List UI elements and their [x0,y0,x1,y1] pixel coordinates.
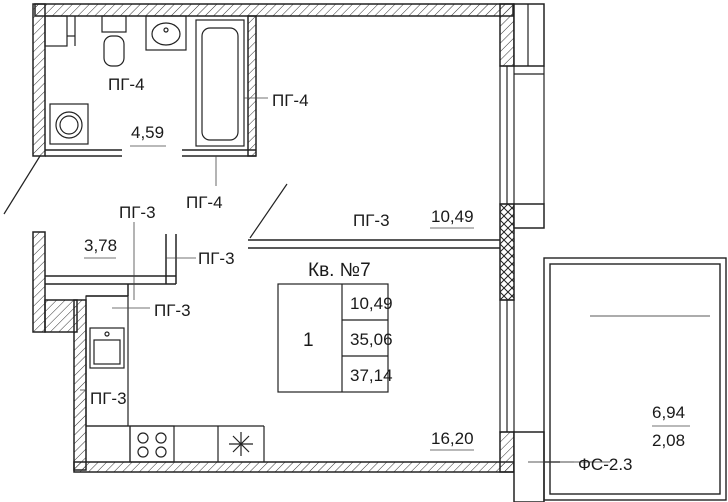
outer-walls [32,3,545,502]
interior-walls [45,15,500,297]
mark-balcony-door: ФС-2.3 [578,455,633,474]
kitchen-fixtures [85,295,265,463]
kitchen-area: 16,20 [431,429,474,448]
bathroom-fixtures [44,15,245,147]
rooms-count: 1 [303,330,314,351]
sink-icon [145,15,187,51]
bathtub-icon [195,19,245,147]
mark-kitchen-left: ПГ-3 [90,389,127,408]
area-living: 10,49 [350,294,393,313]
mark-bath-bottom: ПГ-4 [186,193,223,212]
balcony-reduced-area: 2,08 [652,431,685,450]
toilet-icon [101,15,127,67]
area-total: 35,06 [350,330,393,349]
kitchen-sink-icon [89,327,125,369]
doors [3,155,288,239]
mark-niche: ПГ-3 [154,301,191,320]
apartment-title: Кв. №7 [308,260,371,281]
leader-lines [80,97,690,463]
hall-area: 3,78 [84,236,117,255]
mark-room-top: ПГ-3 [353,211,390,230]
mark-hall-right: ПГ-3 [198,249,235,268]
fridge-icon [229,432,253,456]
explication-table [277,283,389,393]
washing-machine-icon [49,103,89,145]
room-area: 10,49 [431,207,474,226]
balcony-area: 6,94 [652,403,685,422]
area-total-with-balcony: 37,14 [350,366,393,385]
mark-bath-left: ПГ-4 [108,75,145,94]
mark-bath-right: ПГ-4 [272,91,309,110]
windows [499,4,545,433]
bathroom-area: 4,59 [131,123,164,142]
mark-hall-top: ПГ-3 [119,203,156,222]
stove-icon [129,425,175,463]
